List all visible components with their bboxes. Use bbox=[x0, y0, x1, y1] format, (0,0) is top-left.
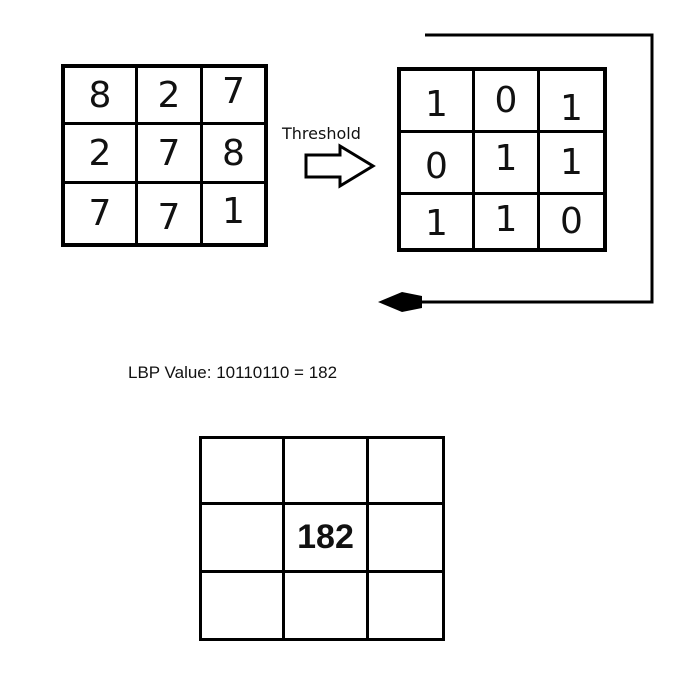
result-center-cell: 182 bbox=[285, 505, 366, 570]
input-cell: 7 bbox=[157, 132, 181, 174]
return-arrow-icon bbox=[378, 292, 422, 312]
lbp-value-label: LBP Value: 10110110 = 182 bbox=[128, 363, 338, 382]
binary-cell: 1 bbox=[425, 203, 448, 244]
input-cell: 2 bbox=[157, 74, 181, 116]
binary-cell: 0 bbox=[425, 146, 448, 187]
return-path-line bbox=[410, 33, 654, 304]
binary-cell: 1 bbox=[560, 142, 583, 183]
threshold-label: Threshold bbox=[282, 124, 361, 143]
binary-cell: 0 bbox=[560, 201, 583, 242]
binary-cell: 0 bbox=[494, 80, 518, 121]
input-grid: 8 2 7 2 7 8 7 7 1 bbox=[61, 64, 268, 247]
input-cell: 8 bbox=[222, 132, 245, 174]
input-cell: 7 bbox=[88, 193, 112, 234]
result-grid: 182 bbox=[199, 436, 445, 641]
binary-cell: 1 bbox=[560, 88, 583, 129]
input-cell: 7 bbox=[222, 70, 245, 112]
input-cell: 8 bbox=[88, 74, 112, 116]
binary-grid: 1 0 1 0 1 1 1 1 0 bbox=[397, 67, 607, 252]
binary-cell: 1 bbox=[425, 84, 448, 125]
result-center-value: 182 bbox=[297, 518, 354, 556]
threshold-arrow-icon bbox=[304, 143, 376, 189]
input-cell: 1 bbox=[222, 191, 245, 232]
input-cell: 7 bbox=[157, 197, 181, 238]
binary-cell: 1 bbox=[494, 138, 518, 179]
input-cell: 2 bbox=[88, 132, 112, 174]
binary-cell: 1 bbox=[494, 199, 518, 240]
